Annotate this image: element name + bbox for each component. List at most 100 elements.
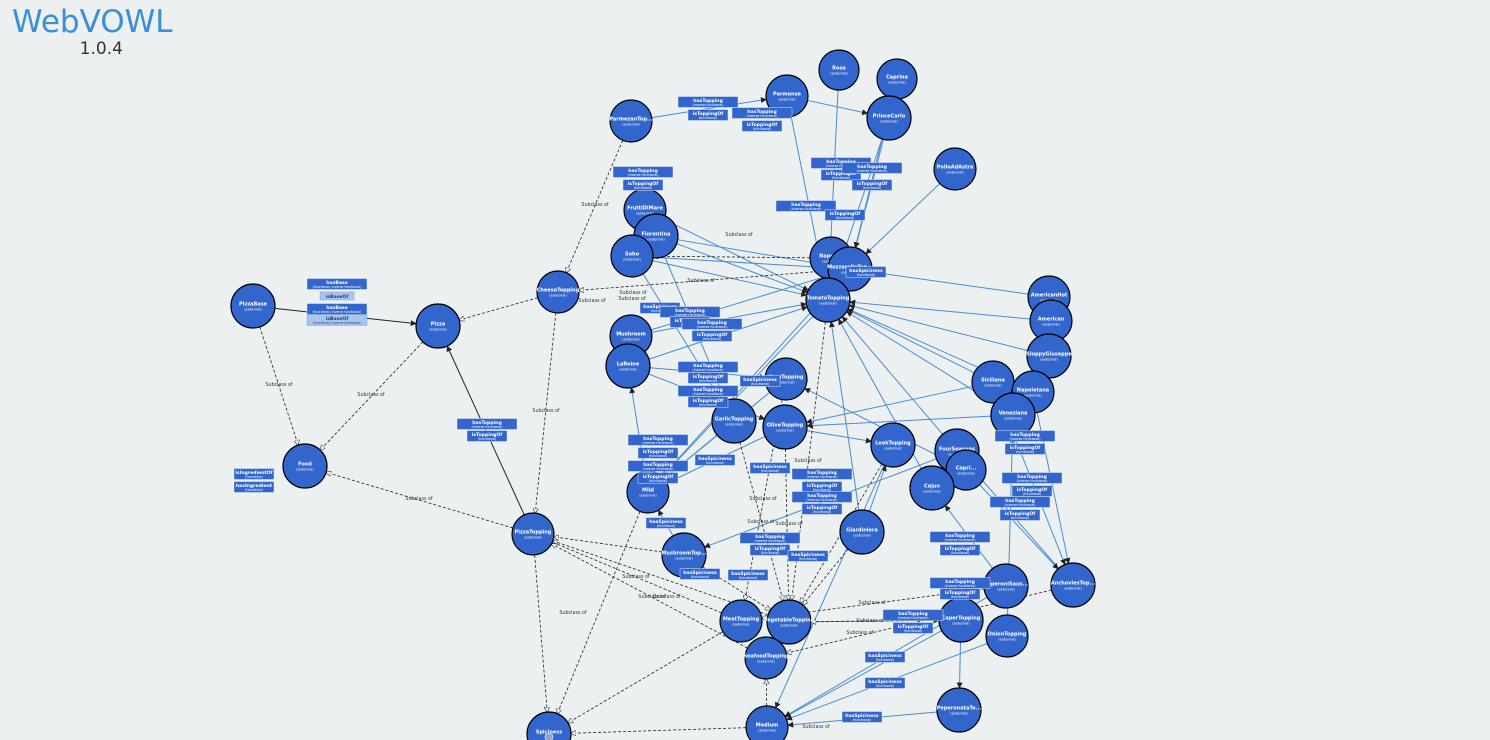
property-label-istoppingof[interactable]: isToppingOf(functional)	[466, 430, 508, 442]
property-label-istoppingof[interactable]: isToppingOf(functional)	[1011, 485, 1053, 497]
property-label-box[interactable]	[622, 179, 664, 191]
property-label-hasspiciness[interactable]: hasSpiciness(functional)	[864, 651, 906, 663]
class-node-tomatotopping[interactable]: TomatoTopping(external)	[805, 277, 851, 323]
property-label-box[interactable]	[681, 318, 743, 330]
property-label-istoppingof[interactable]: isToppingOf(functional)	[1004, 443, 1046, 455]
property-label-box[interactable]	[233, 481, 275, 493]
property-label-hasbase[interactable]: hasBase(functional, inverse functional)	[306, 303, 368, 315]
property-label-box[interactable]	[687, 396, 729, 408]
class-node-sloppygiuseppe[interactable]: SloppyGiuseppe(external)	[1026, 333, 1072, 379]
class-circle[interactable]	[909, 465, 955, 511]
property-label-box[interactable]	[727, 569, 769, 581]
class-node-hamtopping[interactable]: HamTopping(external)	[764, 357, 808, 401]
class-node-cajun[interactable]: Cajun(external)	[909, 465, 955, 511]
property-label-hastopping[interactable]: hasTopping(inverse functional)	[627, 434, 689, 446]
class-node-parmezantopping[interactable]: ParmezanTop...(external)	[609, 99, 653, 143]
class-circle[interactable]	[745, 705, 789, 740]
property-label-box[interactable]	[882, 609, 944, 621]
property-label-istoppingof[interactable]: isToppingOf(functional)	[687, 109, 729, 121]
property-label-hastopping[interactable]: hasTopping(inverse functional)	[677, 96, 739, 108]
property-label-box[interactable]	[939, 544, 981, 556]
class-circle[interactable]	[985, 614, 1029, 658]
class-circle[interactable]	[744, 636, 788, 680]
property-label-hastopping[interactable]: hasTopping(inverse functional)	[681, 318, 743, 330]
class-node-peperonatatopping[interactable]: PeperonataTo...(external)	[936, 687, 982, 733]
property-label-hastopping[interactable]: hasTopping(inverse functional)	[775, 200, 837, 212]
property-label-box[interactable]	[749, 544, 791, 556]
class-circle[interactable]	[1050, 562, 1096, 608]
class-circle[interactable]	[609, 99, 653, 143]
class-circle[interactable]	[870, 422, 916, 468]
property-label-hastopping[interactable]: hasTopping(inverse functional)	[731, 107, 793, 119]
property-label-hastopping[interactable]: hasTopping(inverse functional)	[627, 460, 689, 472]
property-label-box[interactable]	[892, 622, 934, 634]
class-circle[interactable]	[719, 599, 763, 643]
class-circle[interactable]	[610, 234, 654, 278]
property-label-istoppingof[interactable]: isToppingOf(functional)	[622, 179, 664, 191]
property-label-hasspiciness[interactable]: hasSpiciness(functional)	[739, 375, 781, 387]
class-node-siciliana[interactable]: Siciliana(external)	[971, 360, 1015, 404]
property-label-box[interactable]	[319, 291, 355, 301]
class-node-peperonisausage[interactable]: PeperoniSaus...(external)	[983, 563, 1029, 609]
property-label-hasspiciness[interactable]: hasSpiciness(functional)	[749, 462, 791, 474]
property-label-box[interactable]	[851, 179, 893, 191]
property-label-box[interactable]	[791, 468, 853, 480]
class-node-garlictopping[interactable]: GarlicTopping(external)	[711, 398, 757, 444]
property-label-hastopping[interactable]: hasTopping(inverse functional)	[994, 430, 1056, 442]
class-node-capricciosa[interactable]: Capri...(external)	[945, 449, 987, 491]
class-node-caprina[interactable]: Caprina(external)	[876, 58, 918, 100]
property-label-hastopping[interactable]: hasTopping(inverse functional)	[929, 577, 991, 589]
class-node-vegetabletopping[interactable]: VegetableTopping(external)	[764, 599, 815, 645]
class-node-princecarlo[interactable]: PrinceCarlo(external)	[866, 95, 912, 141]
class-circle[interactable]	[766, 599, 812, 645]
property-label-hastopping[interactable]: hasTopping(inverse functional)	[456, 418, 518, 430]
class-node-oniontopping[interactable]: OnionTopping(external)	[985, 614, 1029, 658]
class-circle[interactable]	[762, 404, 808, 450]
class-node-lareine[interactable]: LaReine(external)	[605, 343, 651, 389]
property-label-hastopping[interactable]: hasTopping(inverse functional)	[989, 496, 1051, 508]
property-label-hastopping[interactable]: hasTopping(inverse functional)	[929, 531, 991, 543]
property-label-hastopping[interactable]: hasTopping(inverse functional)	[841, 162, 903, 174]
property-label-hasingredient[interactable]: hasIngredient(transitive)	[233, 481, 275, 493]
property-label-hastopping[interactable]: hasTopping(inverse functional)	[882, 609, 944, 621]
property-label-box[interactable]	[1004, 443, 1046, 455]
property-label-istoppingof[interactable]: isToppingOf(functional)	[939, 588, 981, 600]
property-label-istoppingof[interactable]: isToppingOf(functional)	[939, 544, 981, 556]
class-node-polloadastra[interactable]: PolloAdAstra(external)	[933, 147, 977, 191]
property-label-box[interactable]	[1001, 472, 1063, 484]
property-label-istoppingof[interactable]: isToppingOf(functional)	[687, 372, 729, 384]
property-label-box[interactable]	[612, 166, 674, 178]
class-node-food[interactable]: Food(external)	[282, 443, 328, 489]
class-circle[interactable]	[866, 95, 912, 141]
property-label-isbaseof[interactable]: isBaseOf	[319, 291, 355, 301]
property-label-box[interactable]	[749, 462, 791, 474]
property-label-hastopping[interactable]: hasTopping(inverse functional)	[659, 306, 721, 318]
class-circle[interactable]	[605, 343, 651, 389]
property-label-hastopping[interactable]: hasTopping(inverse functional)	[612, 166, 674, 178]
class-node-spiciness[interactable]: Spiciness	[526, 711, 572, 740]
property-label-hasbase[interactable]: hasBase(functional, inverse functional)	[306, 278, 368, 290]
property-label-box[interactable]	[627, 460, 689, 472]
property-label-istoppingof[interactable]: isToppingOf(functional)	[820, 169, 862, 181]
property-label-box[interactable]	[456, 418, 518, 430]
class-node-giardiniera[interactable]: Giardiniera(external)	[839, 509, 885, 555]
property-label-istoppingof[interactable]: isToppingOf(functional)	[851, 179, 893, 191]
property-label-box[interactable]	[306, 314, 368, 326]
class-circle[interactable]	[536, 270, 580, 314]
property-label-box[interactable]	[233, 468, 275, 480]
class-node-meattopping[interactable]: MeatTopping(external)	[719, 599, 763, 643]
class-circle[interactable]	[511, 512, 555, 556]
class-node-anchoviestopping[interactable]: AnchoviesTop...(external)	[1050, 562, 1096, 608]
class-node-soho[interactable]: Soho(external)	[610, 234, 654, 278]
property-label-hasspiciness[interactable]: hasSpiciness(functional)	[787, 550, 829, 562]
property-label-box[interactable]	[845, 266, 887, 278]
property-label-istoppingof[interactable]: isToppingOf(functional)	[801, 503, 843, 515]
property-label-hastopping[interactable]: hasTopping(inverse functional)	[677, 361, 739, 373]
property-label-box[interactable]	[994, 430, 1056, 442]
class-node-leektopping[interactable]: LeekTopping(external)	[870, 422, 916, 468]
property-label-box[interactable]	[999, 509, 1041, 521]
class-node-rosa[interactable]: Rosa(external)	[818, 49, 860, 91]
property-label-hastopping[interactable]: hasTopping(inverse functional)	[739, 532, 801, 544]
property-label-hasspiciness[interactable]: hasSpiciness(functional)	[727, 569, 769, 581]
